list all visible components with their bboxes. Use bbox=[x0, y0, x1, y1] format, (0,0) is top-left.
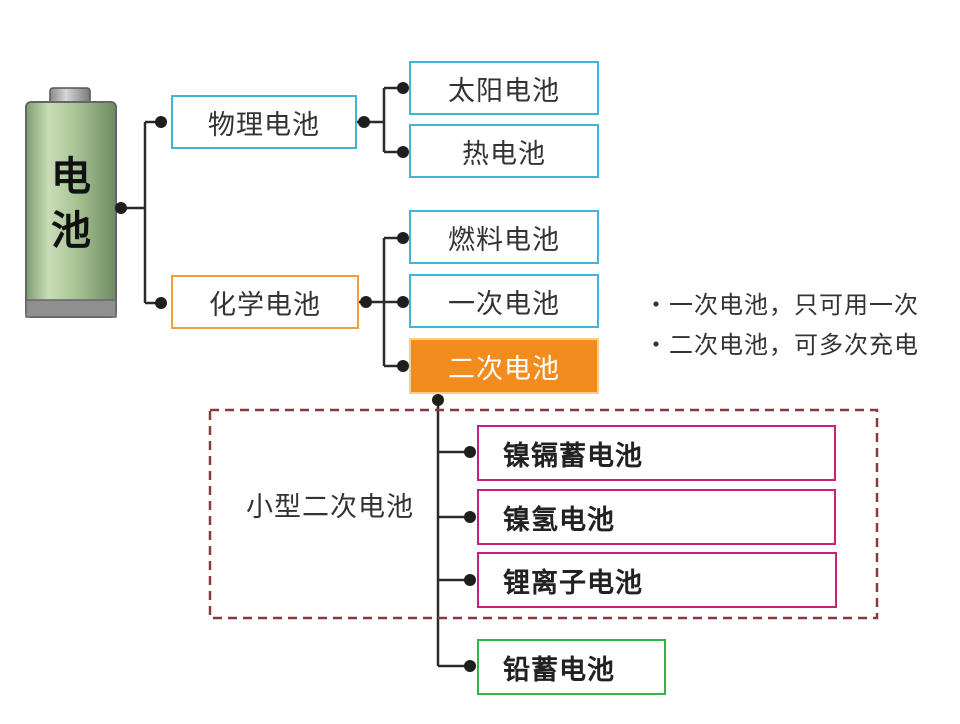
note-primary: ・一次电池，只可用一次 bbox=[644, 291, 919, 319]
junction-dot bbox=[397, 232, 409, 244]
junction-dot bbox=[432, 394, 444, 406]
junction-dot bbox=[155, 297, 167, 309]
junction-dot bbox=[155, 116, 167, 128]
junction-dot bbox=[464, 660, 476, 672]
note-secondary: ・二次电池，可多次充电 bbox=[644, 331, 919, 359]
battery-label-line2: 池 bbox=[51, 208, 91, 254]
junction-dot bbox=[464, 574, 476, 586]
nicd-battery-node: 镍镉蓄电池 bbox=[477, 425, 836, 481]
solar-battery-node: 太阳电池 bbox=[409, 61, 599, 115]
primary-battery-node: 一次电池 bbox=[409, 274, 599, 328]
battery-label-line1: 电 bbox=[51, 154, 91, 200]
junction-dot bbox=[358, 116, 370, 128]
small-secondary-group-label: 小型二次电池 bbox=[246, 492, 414, 523]
junction-dot bbox=[397, 82, 409, 94]
lead-acid-battery-node: 铅蓄电池 bbox=[477, 639, 666, 695]
lithium-ion-battery-node: 锂离子电池 bbox=[477, 552, 837, 608]
junction-dot bbox=[360, 296, 372, 308]
fuel-battery-node: 燃料电池 bbox=[409, 210, 599, 264]
secondary-battery-node: 二次电池 bbox=[409, 338, 599, 394]
junction-dot bbox=[397, 296, 409, 308]
junction-dot bbox=[464, 446, 476, 458]
thermal-battery-node: 热电池 bbox=[409, 124, 599, 178]
junction-dot bbox=[115, 202, 127, 214]
junction-dot bbox=[397, 360, 409, 372]
chemical-battery-node: 化学电池 bbox=[171, 275, 359, 329]
nimh-battery-node: 镍氢电池 bbox=[477, 489, 836, 545]
junction-dot bbox=[397, 146, 409, 158]
junction-dot bbox=[464, 511, 476, 523]
physical-battery-node: 物理电池 bbox=[171, 95, 357, 149]
small-secondary-group-box bbox=[208, 408, 879, 620]
